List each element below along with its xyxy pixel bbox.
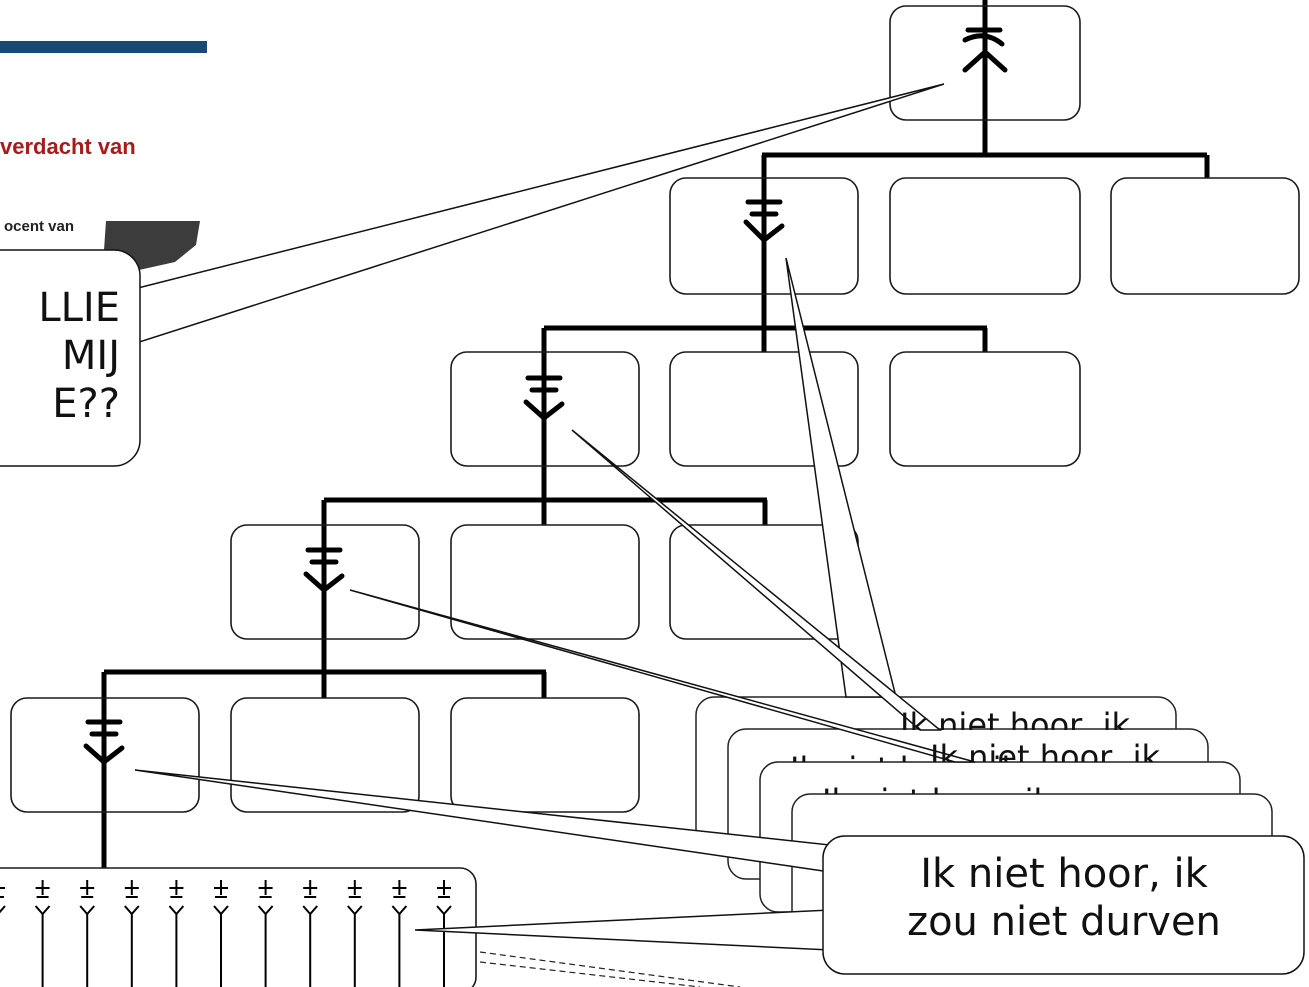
- boss-speech-bubble: [0, 249, 141, 467]
- dashed-lines: [479, 951, 741, 987]
- worker-figure: [391, 880, 408, 987]
- article-header-bar: [0, 41, 207, 53]
- manager-figure-level4: [83, 719, 125, 766]
- worker-answer-line: zou niet durven: [907, 899, 1221, 945]
- boss-figure: [962, 27, 1008, 73]
- worker-figure: [436, 880, 452, 987]
- worker-speech-bubble: [822, 835, 1305, 975]
- speech-tails: [129, 83, 976, 951]
- worker-figures: [0, 880, 452, 987]
- stacked-answer-fragment: Ik niet hoor, ik: [900, 706, 1131, 730]
- stacked-answer-fragment: Ik niet hoor, ik: [790, 750, 1240, 762]
- stacked-answer-fragment: Ik niet hoor, ik: [822, 782, 1272, 794]
- manager-figure-level3: [303, 547, 345, 594]
- boss-question-line: LLIE: [38, 285, 120, 331]
- manager-figure-level2: [523, 375, 565, 422]
- worker-figure: [79, 880, 95, 987]
- org-box-top: [889, 5, 1081, 121]
- worker-figure: [347, 880, 363, 987]
- manager-figures: [83, 27, 1008, 766]
- worker-answer: Ik niet hoor, ik zou niet durven: [826, 850, 1302, 946]
- worker-figure: [34, 880, 51, 987]
- org-tree-lines: [101, 0, 1210, 868]
- worker-figure: [257, 880, 274, 987]
- boss-question-line: E??: [52, 381, 120, 427]
- boss-question-line: MIJ: [61, 333, 120, 379]
- worker-figure: [302, 880, 318, 987]
- worker-figure: [168, 880, 185, 987]
- boss-question: LLIE MIJ E??: [0, 284, 120, 428]
- article-headline: verdacht van: [0, 134, 136, 159]
- article-snippet: ocent van: [4, 218, 75, 235]
- workers-box: [0, 867, 477, 987]
- org-boxes: [10, 5, 1300, 813]
- manager-figure-level1: [743, 199, 785, 244]
- stacked-answer-fragment: Ik niet hoor, ik: [930, 738, 1161, 762]
- worker-figure: [124, 880, 140, 987]
- worker-figure: [213, 880, 229, 987]
- worker-answer-line: Ik niet hoor, ik: [920, 851, 1208, 897]
